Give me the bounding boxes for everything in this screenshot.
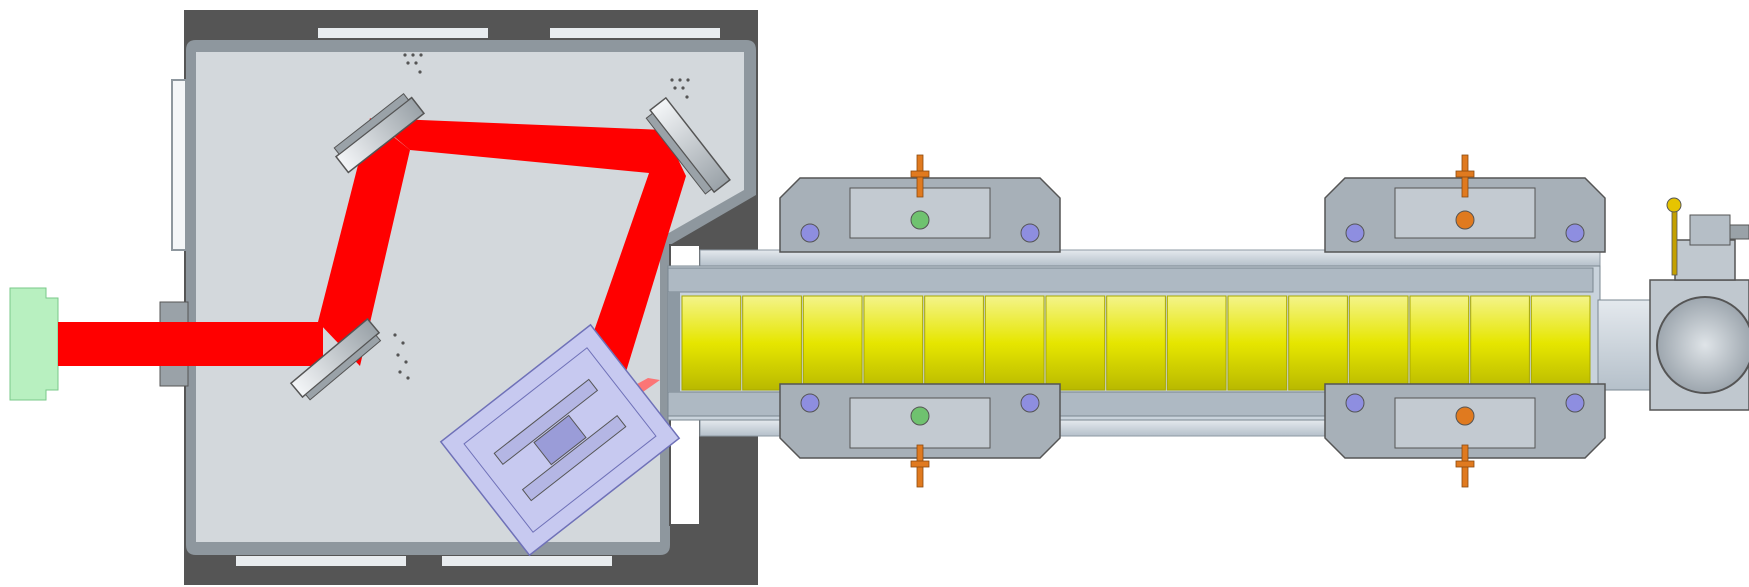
chamber-top-port-left	[318, 28, 488, 38]
vacuum-cross-icon	[1656, 296, 1749, 394]
tube-extension	[1597, 299, 1659, 391]
vacuum-cross-top-port	[1674, 239, 1736, 281]
bolt-nut	[910, 170, 930, 178]
clamp-bolt-right	[1565, 393, 1585, 413]
laser-beam-segment-2	[372, 118, 680, 176]
valve-handle	[1729, 224, 1749, 240]
clamp-center-ring	[1455, 210, 1475, 230]
clamp-bolt-left	[800, 223, 820, 243]
mirror-2	[645, 96, 731, 195]
bolt-nut	[910, 460, 930, 468]
laser-source	[9, 287, 59, 401]
clamp-bolt-left	[800, 393, 820, 413]
magnet-segment	[1227, 295, 1288, 391]
clamp-2-top	[1324, 154, 1606, 253]
magnet-segment	[1045, 295, 1106, 391]
clamp-bolt-left	[1345, 223, 1365, 243]
magnet-segment	[742, 295, 802, 391]
clamp-1-top	[779, 154, 1061, 253]
clamp-1-bottom	[779, 383, 1061, 488]
magnet-segments	[681, 295, 1591, 391]
magnet-segment	[1470, 295, 1530, 391]
laser-beam-segment-1	[318, 118, 410, 366]
clamp-bolt-right	[1020, 223, 1040, 243]
clamp-center-ring	[910, 406, 930, 426]
mirror-mount	[333, 93, 410, 155]
stage-carriage	[533, 414, 587, 466]
chamber-top-port-right	[550, 28, 720, 38]
clamp-2-bottom	[1324, 383, 1606, 488]
magnet-segment	[1409, 295, 1470, 391]
stage-slide-2	[521, 414, 627, 502]
laser-source-icon	[9, 287, 59, 401]
stage-inner-plate	[463, 347, 657, 533]
chamber-left-viewport	[171, 79, 187, 251]
stage-slide-1	[493, 378, 599, 466]
mirror-fasteners	[393, 53, 690, 380]
mirror-mount	[304, 334, 382, 401]
clamp-group	[779, 154, 1606, 488]
magnet-segment	[1166, 295, 1227, 391]
chamber-bottom-port-left	[236, 556, 406, 566]
magnet-segment	[1530, 295, 1591, 391]
magnet-segment	[1106, 295, 1166, 391]
mirror-1	[333, 93, 426, 174]
magnet-segment	[1288, 295, 1348, 391]
gauge-stem	[1671, 204, 1678, 276]
clamp-bolt-left	[1345, 393, 1365, 413]
clamp-center-ring	[910, 210, 930, 230]
clamp-housing	[1394, 397, 1536, 449]
bolt-nut	[1455, 460, 1475, 468]
tube-inner-rail-top	[667, 267, 1594, 293]
magnet-segment	[924, 295, 984, 391]
magnet-segment	[863, 295, 924, 391]
mirror-3	[289, 317, 382, 401]
magnet-segment	[1348, 295, 1409, 391]
magnet-segment	[984, 295, 1045, 391]
bolt-nut	[1455, 170, 1475, 178]
valve-body	[1689, 214, 1731, 246]
chamber-bottom-port-right	[442, 556, 612, 566]
magnet-segment	[681, 295, 742, 391]
clamp-bolt-right	[1565, 223, 1585, 243]
vacuum-cross	[1649, 197, 1749, 411]
tube-end-cap	[668, 292, 680, 392]
mirror-mount	[645, 112, 713, 195]
magnet-segment	[802, 295, 863, 391]
gauge-icon	[1666, 197, 1682, 213]
translation-stage	[439, 323, 681, 557]
clamp-center-ring	[1455, 406, 1475, 426]
clamp-bolt-right	[1020, 393, 1040, 413]
laser-beam-input-segment	[58, 322, 323, 366]
